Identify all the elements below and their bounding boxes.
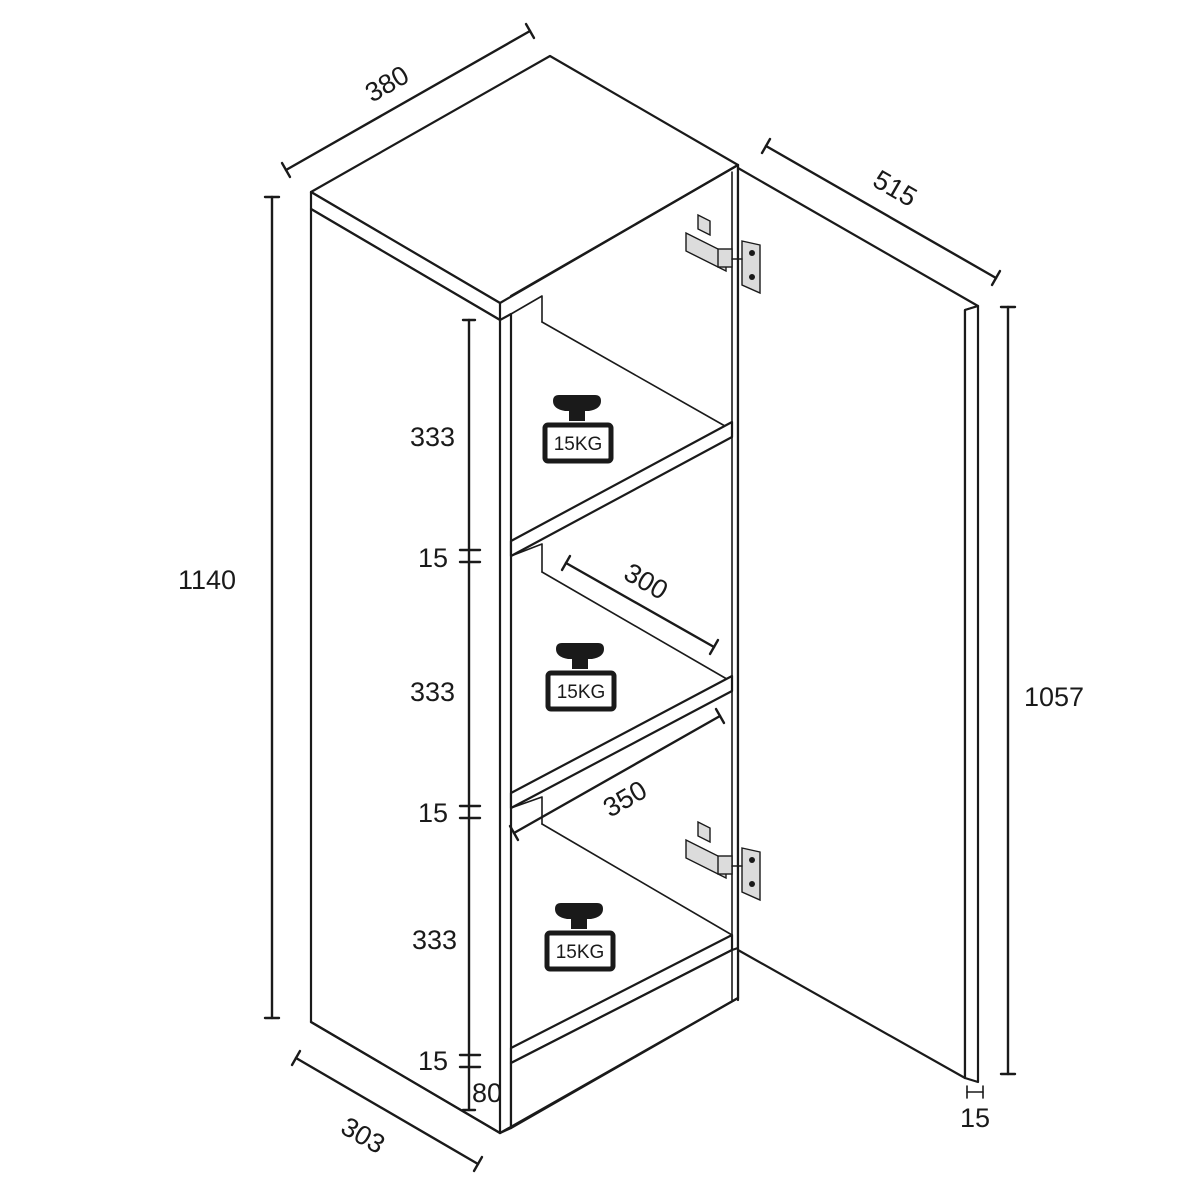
weight-icon: 15KG: [544, 903, 616, 972]
weight-label: 15KG: [554, 434, 603, 455]
dimension-door-thickness: 15: [960, 1085, 990, 1133]
dimension-label-door-thickness: 15: [960, 1103, 990, 1133]
door: [731, 166, 980, 1084]
dimension-label-depth-bottom: 303: [336, 1111, 390, 1160]
dimension-label-total-height: 1140: [178, 565, 236, 595]
dimension-door-height: 1057: [999, 305, 1084, 1076]
dimension-total-height: 1140: [178, 195, 281, 1020]
weight-label: 15KG: [557, 682, 606, 703]
dimension-label-door-width: 515: [868, 164, 922, 213]
compartment-height-2: 333: [410, 677, 455, 707]
compartment-height-1: 333: [410, 422, 455, 452]
hinge-bottom: [685, 820, 761, 902]
shelf-thickness-2: 15: [418, 798, 448, 828]
dimension-compartments: 333 15 333 15 333 15 80: [410, 318, 502, 1112]
hinge-top: [685, 213, 761, 295]
door-panel: [736, 166, 980, 1080]
weight-icon: 15KG: [542, 395, 614, 464]
dimension-label-door-height: 1057: [1024, 682, 1084, 712]
plinth-height: 80: [472, 1078, 502, 1108]
cabinet-left-panel: [309, 207, 502, 1135]
bottom-shelf: [509, 933, 740, 1130]
door-edge: [963, 304, 980, 1084]
dimension-shelf-width: 300: [560, 554, 720, 656]
shelf-thickness-3: 15: [418, 1046, 448, 1076]
weight-icon: 15KG: [545, 643, 617, 712]
compartment-height-3: 333: [412, 925, 457, 955]
shelf-thickness-1: 15: [418, 543, 448, 573]
weight-label: 15KG: [556, 942, 605, 963]
cabinet-body: [309, 54, 740, 1135]
